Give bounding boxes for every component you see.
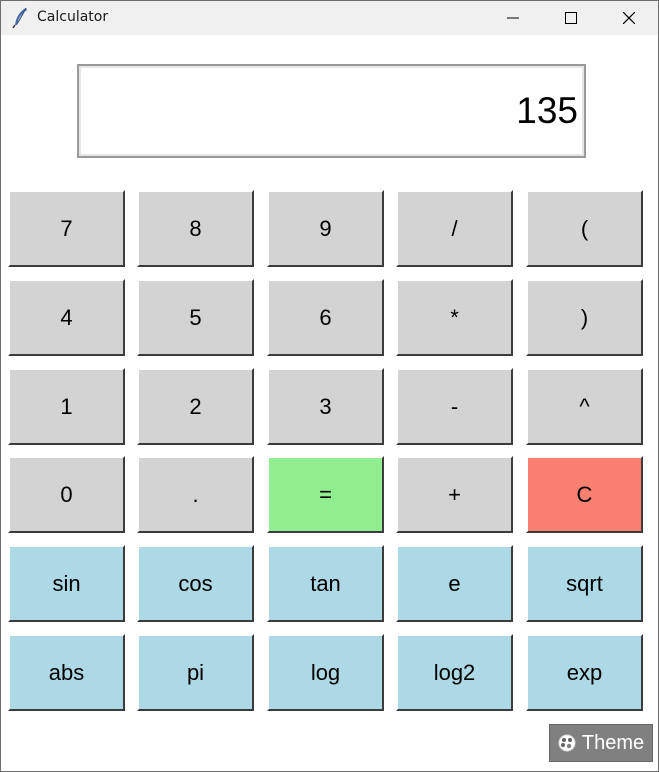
button-3[interactable]: 3 bbox=[267, 368, 384, 445]
close-paren-button[interactable]: ) bbox=[526, 279, 643, 356]
button-8[interactable]: 8 bbox=[137, 190, 254, 267]
clear-button[interactable]: C bbox=[526, 456, 643, 533]
close-icon bbox=[623, 12, 635, 24]
button-0[interactable]: 0 bbox=[8, 456, 125, 533]
pi-button[interactable]: pi bbox=[137, 634, 254, 711]
button-9[interactable]: 9 bbox=[267, 190, 384, 267]
feather-icon bbox=[12, 7, 27, 29]
cos-button[interactable]: cos bbox=[137, 545, 254, 622]
maximize-icon bbox=[565, 12, 577, 24]
button-7[interactable]: 7 bbox=[8, 190, 125, 267]
minimize-button[interactable] bbox=[484, 1, 542, 35]
sin-button[interactable]: sin bbox=[8, 545, 125, 622]
power-button[interactable]: ^ bbox=[526, 368, 643, 445]
log2-button[interactable]: log2 bbox=[396, 634, 513, 711]
multiply-button[interactable]: * bbox=[396, 279, 513, 356]
minimize-icon bbox=[507, 17, 519, 19]
close-button[interactable] bbox=[600, 1, 658, 35]
exp-button[interactable]: exp bbox=[526, 634, 643, 711]
theme-label: Theme bbox=[581, 731, 645, 754]
open-paren-button[interactable]: ( bbox=[526, 190, 643, 267]
calculator-display[interactable]: 135 bbox=[77, 64, 586, 158]
window-title: Calculator bbox=[37, 9, 109, 25]
button-6[interactable]: 6 bbox=[267, 279, 384, 356]
plus-button[interactable]: + bbox=[396, 456, 513, 533]
button-1[interactable]: 1 bbox=[8, 368, 125, 445]
tan-button[interactable]: tan bbox=[267, 545, 384, 622]
theme-button[interactable]: Theme bbox=[549, 724, 653, 762]
decimal-button[interactable]: . bbox=[137, 456, 254, 533]
equals-button[interactable]: = bbox=[267, 456, 384, 533]
maximize-button[interactable] bbox=[542, 1, 600, 35]
e-button[interactable]: e bbox=[396, 545, 513, 622]
button-5[interactable]: 5 bbox=[137, 279, 254, 356]
button-4[interactable]: 4 bbox=[8, 279, 125, 356]
log-button[interactable]: log bbox=[267, 634, 384, 711]
abs-button[interactable]: abs bbox=[8, 634, 125, 711]
display-value: 135 bbox=[516, 90, 578, 131]
palette-icon bbox=[558, 734, 576, 752]
title-bar[interactable]: Calculator bbox=[1, 1, 658, 35]
divide-button[interactable]: / bbox=[396, 190, 513, 267]
sqrt-button[interactable]: sqrt bbox=[526, 545, 643, 622]
button-2[interactable]: 2 bbox=[137, 368, 254, 445]
minus-button[interactable]: - bbox=[396, 368, 513, 445]
